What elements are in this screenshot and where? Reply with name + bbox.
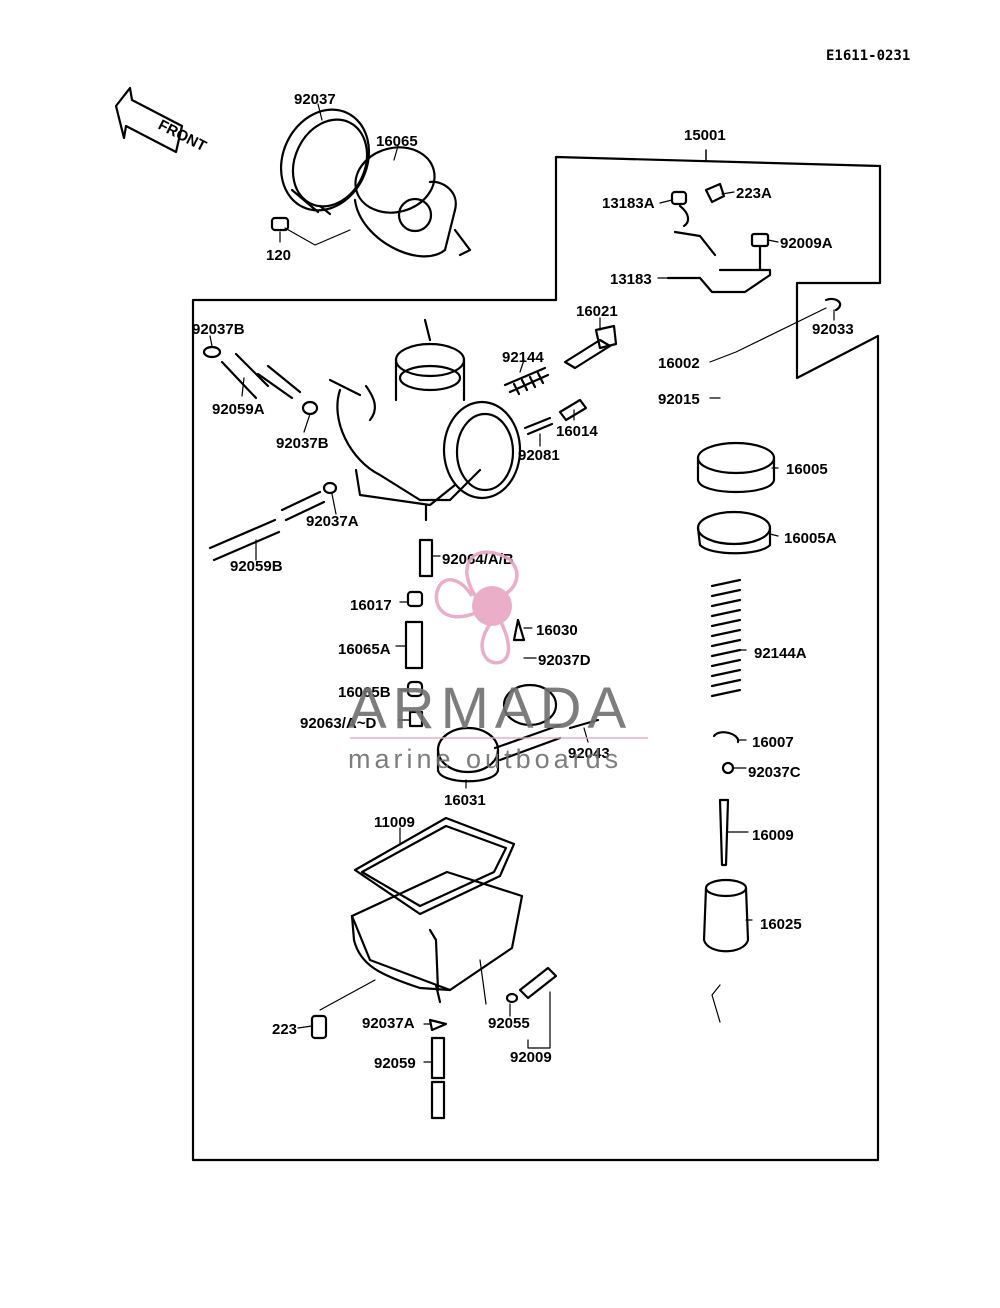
screw-92009 xyxy=(518,966,558,1000)
vent-hoses xyxy=(202,345,338,562)
gasket-11009 xyxy=(353,816,516,916)
slide-spring-92144A xyxy=(710,578,742,698)
part-label-16065b: 16065B xyxy=(338,684,391,701)
part-label-92015: 92015 xyxy=(658,391,700,408)
front-arrow-icon xyxy=(114,86,184,154)
part-label-92037b-1: 92037B xyxy=(192,321,245,338)
watermark-subtitle: marine outboards xyxy=(348,744,622,774)
part-label-92059a: 92059A xyxy=(212,401,265,418)
part-label-92064: 92064/A/B xyxy=(442,551,514,568)
part-label-16009: 16009 xyxy=(752,827,794,844)
jet-16065B xyxy=(406,680,424,698)
spring-92144 xyxy=(503,366,550,396)
spring-92081 xyxy=(523,416,554,436)
part-label-92059b: 92059B xyxy=(230,558,283,575)
needle-16030 xyxy=(512,618,526,642)
part-label-16065: 16065 xyxy=(376,133,418,150)
bolt-120 xyxy=(270,216,290,232)
part-labels: 92037 16065 120 15001 13183A 223A 92009A 13183 9… xyxy=(192,91,854,1072)
part-label-16007: 16007 xyxy=(752,734,794,751)
part-label-16014: 16014 xyxy=(556,423,598,440)
clip-92033 xyxy=(824,297,842,312)
jet-16017 xyxy=(406,590,424,608)
part-label-16002: 16002 xyxy=(658,355,700,372)
carburetor-body xyxy=(328,318,522,522)
clip-16007 xyxy=(712,731,740,744)
watermark: ARMADA marine outboards xyxy=(348,550,648,774)
part-label-92037: 92037 xyxy=(294,91,336,108)
part-label-92144: 92144 xyxy=(502,349,544,366)
part-label-92037c: 92037C xyxy=(748,764,801,781)
pilot-screw xyxy=(563,324,618,370)
part-label-16031: 16031 xyxy=(444,792,486,809)
part-label-92144a: 92144A xyxy=(754,645,807,662)
screw-16014 xyxy=(558,398,588,422)
jet-16065A xyxy=(404,620,424,670)
part-label-16025: 16025 xyxy=(760,916,802,933)
part-label-16065a: 16065A xyxy=(338,641,391,658)
part-label-92009: 92009 xyxy=(510,1049,552,1066)
part-label-13183a: 13183A xyxy=(602,195,655,212)
part-label-16005a: 16005A xyxy=(784,530,837,547)
part-label-92055: 92055 xyxy=(488,1015,530,1032)
part-label-120: 120 xyxy=(266,247,291,264)
float-bowl xyxy=(350,870,524,1004)
part-label-16030: 16030 xyxy=(536,622,578,639)
part-label-92043: 92043 xyxy=(568,745,610,762)
propeller-logo-icon xyxy=(434,550,519,665)
float-16031 xyxy=(436,683,562,783)
washer-92037A xyxy=(428,1018,448,1032)
part-label-223: 223 xyxy=(272,1021,297,1038)
intake-manifold xyxy=(353,146,472,258)
watermark-title: ARMADA xyxy=(348,676,632,741)
throttle-slide-16025 xyxy=(702,878,750,953)
cap-16005A xyxy=(696,510,772,555)
part-label-92009a: 92009A xyxy=(780,235,833,252)
clip-92037C xyxy=(721,761,735,775)
pin-92043 xyxy=(568,718,600,730)
top-cap-16005 xyxy=(696,441,776,494)
part-label-16005: 16005 xyxy=(786,461,828,478)
part-label-13183: 13183 xyxy=(610,271,652,288)
part-label-15001: 15001 xyxy=(684,127,726,144)
part-label-11009: 11009 xyxy=(374,814,415,831)
part-label-92063: 92063/A~D xyxy=(300,715,376,732)
tube-92064 xyxy=(418,538,434,578)
part-label-92081: 92081 xyxy=(518,447,560,464)
tube-92059-a xyxy=(430,1036,446,1080)
jet-needle-16009 xyxy=(718,798,730,867)
front-label: FRONT xyxy=(155,117,209,156)
part-label-92059: 92059 xyxy=(374,1055,416,1072)
part-label-92037d: 92037D xyxy=(538,652,591,669)
assembly-outline xyxy=(191,155,882,1162)
diagram-code: E1611-0231 xyxy=(826,48,910,64)
part-label-92033: 92033 xyxy=(812,321,854,338)
jet-92063 xyxy=(408,710,424,728)
tube-92059-b xyxy=(430,1080,446,1120)
part-label-16021: 16021 xyxy=(576,303,618,320)
screw-223 xyxy=(310,1014,328,1040)
part-label-16017: 16017 xyxy=(350,597,392,614)
part-label-223a: 223A xyxy=(736,185,772,202)
part-label-92037a-2: 92037A xyxy=(362,1015,415,1032)
part-label-92037a-1: 92037A xyxy=(306,513,359,530)
oring-92055 xyxy=(505,992,519,1004)
air-duct-ring xyxy=(279,108,371,216)
part-label-92037b-2: 92037B xyxy=(276,435,329,452)
